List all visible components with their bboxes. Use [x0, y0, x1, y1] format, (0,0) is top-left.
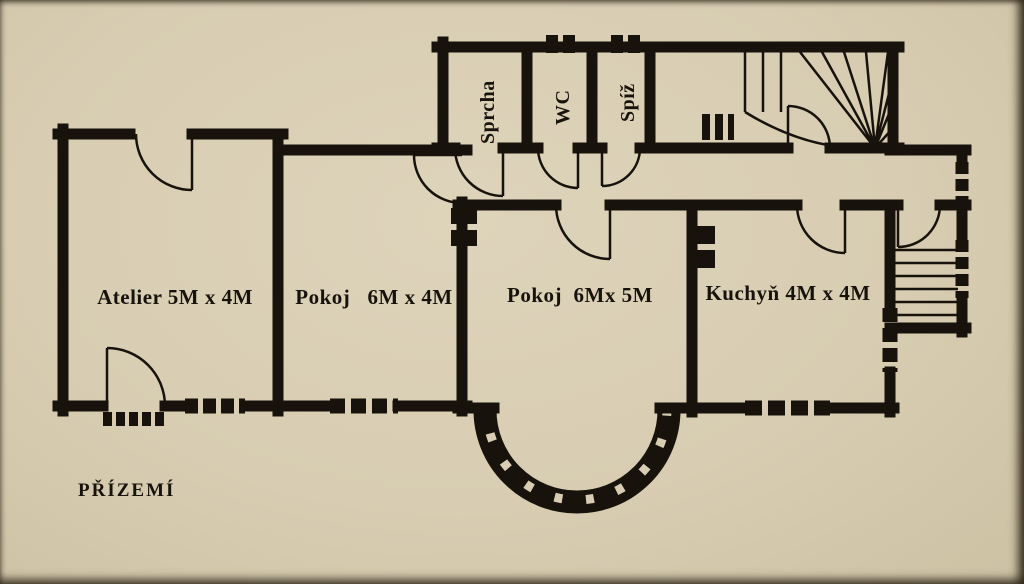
room-label-kuchyn: Kuchyň 4M x 4M	[705, 281, 870, 305]
walls	[52, 36, 972, 418]
exterior-stair-steps	[894, 248, 958, 317]
bay-inner-wall	[491, 409, 663, 496]
room-label-atelier: Atelier 5M x 4M	[97, 285, 253, 309]
stair-fan-steps	[799, 51, 895, 149]
room-label-wc: WC	[552, 90, 574, 125]
exterior-stairs	[894, 248, 958, 317]
door-arcs	[105, 104, 942, 407]
room-label-sprcha: Sprcha	[477, 80, 499, 144]
floor-title: PŘÍZEMÍ	[78, 479, 175, 501]
room-label-pokoj-small: Pokoj 6M x 4M	[295, 285, 452, 309]
bay-window-panes	[478, 409, 676, 509]
stair-curve-edge	[744, 110, 876, 150]
bay-outer-wall	[473, 409, 681, 514]
spiral-staircase	[743, 51, 895, 150]
room-label-spiz: Spíž	[617, 83, 639, 122]
room-label-pokoj-large: Pokoj 6Mx 5M	[507, 283, 653, 307]
stair-straight-steps	[743, 52, 783, 112]
